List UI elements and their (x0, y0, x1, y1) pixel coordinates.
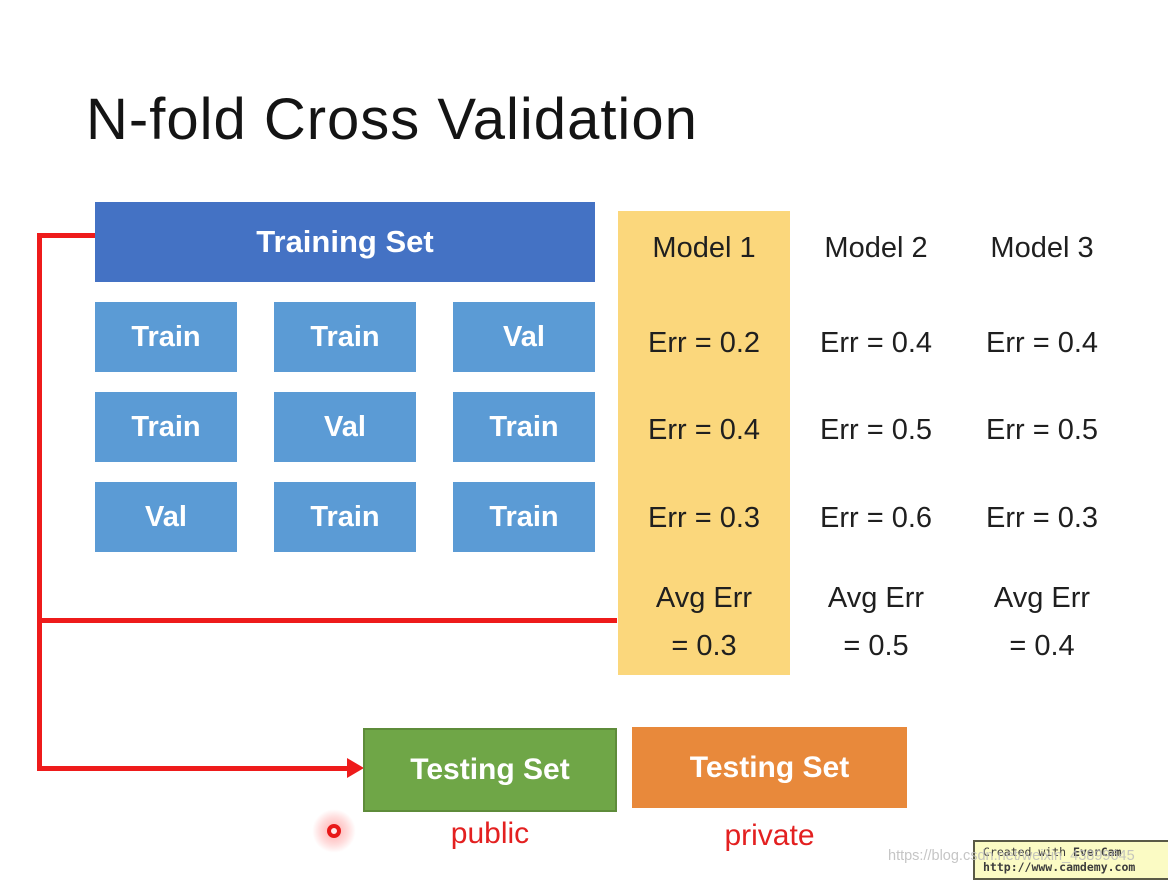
private-label: private (724, 819, 815, 852)
avg-err-value: = 0.3 (671, 630, 737, 662)
fold-cell-r1c1: Val (274, 392, 416, 462)
model-1-header: Model 1 (652, 231, 756, 264)
fold-cell-r1c2: Train (453, 392, 595, 462)
model-3-err-fold3: Err = 0.3 (985, 501, 1099, 534)
fold-cell-label: Train (310, 500, 380, 533)
csdn-watermark-text: https://blog.csdn.net/weixin_43899645 (888, 848, 1135, 864)
fold-cell-label: Train (131, 320, 201, 353)
connector-mid-horizontal (37, 618, 617, 623)
fold-cell-r2c0: Val (95, 482, 237, 552)
fold-cell-label: Val (503, 320, 545, 353)
fold-cell-label: Train (489, 500, 559, 533)
slide-title: N-fold Cross Validation (86, 87, 698, 152)
laser-pointer-dot-icon (327, 824, 341, 838)
model-1-err-fold1: Err = 0.2 (647, 326, 761, 359)
fold-cell-label: Val (145, 500, 187, 533)
evercam-created-line: Created with EverCam (983, 845, 1168, 860)
model-2-err-fold1: Err = 0.4 (819, 326, 933, 359)
evercam-watermark-box: Created with EverCam http://www.camdemy.… (973, 840, 1168, 880)
model-1-err-fold2: Err = 0.4 (647, 413, 761, 446)
fold-cell-label: Val (324, 410, 366, 443)
testing-set-public-label: Testing Set (410, 753, 570, 786)
evercam-brand: EverCam (1073, 845, 1122, 859)
avg-err-label: Avg Err (827, 582, 925, 614)
model-3-avg-err: Avg Err = 0.4 (956, 574, 1128, 670)
fold-cell-r0c2: Val (453, 302, 595, 372)
testing-set-public-box: Testing Set (363, 728, 617, 812)
testing-set-private-box: Testing Set (632, 727, 907, 808)
fold-cell-label: Train (131, 410, 201, 443)
connector-top-horizontal (37, 233, 97, 238)
model-1-err-fold3: Err = 0.3 (647, 501, 761, 534)
training-set-label: Training Set (256, 224, 434, 259)
model-1-highlight-column (618, 211, 790, 675)
avg-err-label: Avg Err (993, 582, 1091, 614)
model-2-err-fold3: Err = 0.6 (819, 501, 933, 534)
model-3-err-fold1: Err = 0.4 (985, 326, 1099, 359)
fold-cell-r0c0: Train (95, 302, 237, 372)
arrowhead-to-testing-set-icon (347, 758, 364, 778)
fold-cell-r1c0: Train (95, 392, 237, 462)
evercam-created-prefix: Created with (983, 845, 1074, 859)
evercam-url: http://www.camdemy.com (983, 860, 1136, 874)
model-2-avg-err: Avg Err = 0.5 (790, 574, 962, 670)
training-set-box: Training Set (95, 202, 595, 282)
public-label: public (450, 817, 530, 850)
fold-cell-label: Train (489, 410, 559, 443)
model-3-err-fold2: Err = 0.5 (985, 413, 1099, 446)
connector-bottom-horizontal (37, 766, 349, 771)
testing-set-private-label: Testing Set (689, 750, 850, 784)
connector-vertical (37, 233, 42, 771)
model-2-err-fold2: Err = 0.5 (819, 413, 933, 446)
avg-err-label: Avg Err (655, 582, 753, 614)
fold-cell-r0c1: Train (274, 302, 416, 372)
model-3-header: Model 3 (990, 231, 1094, 264)
model-1-avg-err: Avg Err = 0.3 (618, 574, 790, 670)
fold-cell-r2c1: Train (274, 482, 416, 552)
model-2-header: Model 2 (824, 231, 928, 264)
avg-err-value: = 0.5 (843, 630, 909, 662)
fold-cell-label: Train (310, 320, 380, 353)
avg-err-value: = 0.4 (1009, 630, 1075, 662)
fold-cell-r2c2: Train (453, 482, 595, 552)
